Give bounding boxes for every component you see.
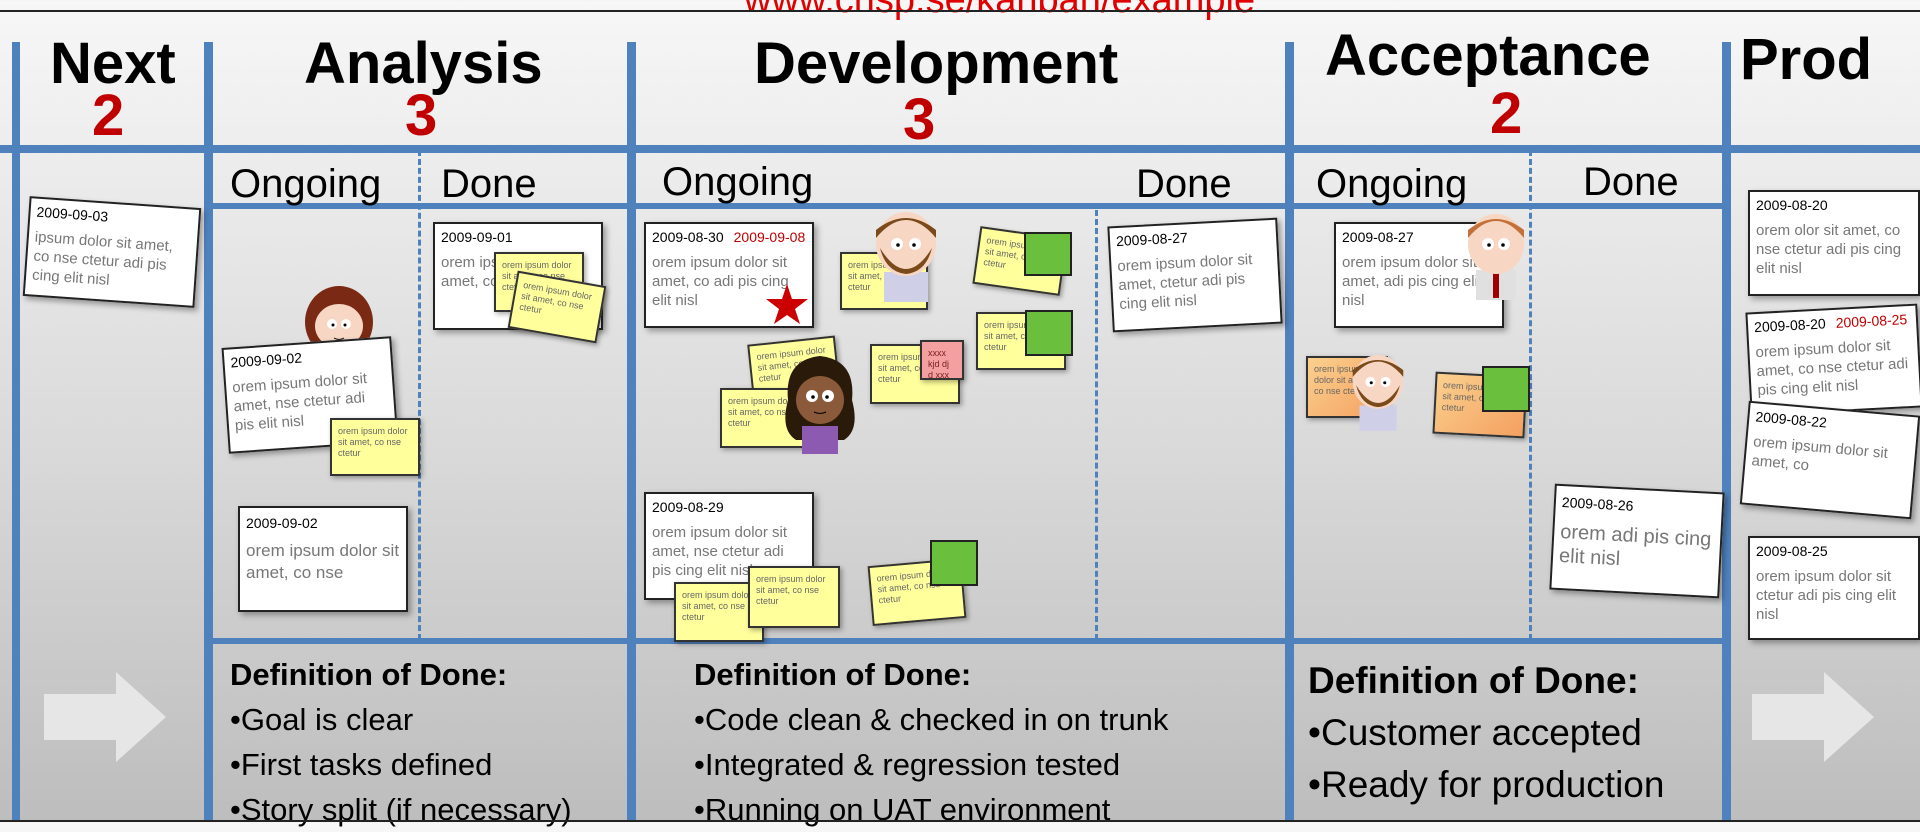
column-title-acceptance: Acceptance (1325, 23, 1651, 88)
card-text: orem ipsum dolor sit amet, co nse ctetur… (1755, 337, 1909, 400)
dod-title: Definition of Done: (230, 657, 508, 692)
development-split-line (1095, 210, 1098, 640)
column-title-prod: Prod (1740, 27, 1873, 92)
card-text: orem ipsum dolor sit ctetur adi pis cing… (1756, 568, 1897, 623)
column-title-development: Development (754, 31, 1119, 96)
dod-item: •First tasks defined (230, 747, 493, 782)
card-date: 2009-08-25 (1756, 543, 1828, 559)
card-text: orem olor sit amet, co nse ctetur adi pi… (1756, 222, 1902, 277)
card-analysis-ongoing-2[interactable]: 2009-09-02 orem ipsum dolor sit amet, co… (238, 506, 408, 612)
card-prod-1[interactable]: 2009-08-20 orem olor sit amet, co nse ct… (1748, 190, 1920, 296)
dod-divider (205, 638, 1730, 644)
arrow-right-icon (44, 672, 166, 767)
person-avatar-bearded-man (868, 208, 944, 309)
star-icon (764, 282, 810, 331)
card-text: orem adi pis cing elit nisl (1558, 520, 1712, 571)
card-text: orem ipsum dolor sit amet, co nse (246, 541, 400, 582)
task-note[interactable]: orem ipsum dolor sit amet, co nse ctetur (330, 418, 420, 476)
dod-item: •Customer accepted (1308, 712, 1642, 753)
top-border (0, 10, 1920, 12)
card-date: 2009-08-20 (1756, 197, 1828, 213)
card-prod-4[interactable]: 2009-08-25 orem ipsum dolor sit ctetur a… (1748, 536, 1920, 640)
green-marker (1025, 310, 1073, 356)
green-marker (1482, 366, 1530, 412)
card-date: 2009-09-02 (246, 515, 318, 531)
acceptance-done-label: Done (1583, 160, 1679, 204)
card-next-1[interactable]: 2009-09-03 ipsum dolor sit amet, co nse … (22, 196, 202, 308)
card-date: 2009-08-27 (1115, 229, 1189, 250)
bottom-border (0, 820, 1920, 822)
column-title-next: Next (50, 31, 176, 96)
board-url: www.crisp.se/kanban/example (744, 0, 1256, 21)
dod-title: Definition of Done: (1308, 660, 1639, 701)
card-development-done-1[interactable]: 2009-08-27 orem ipsum dolor sit amet, ct… (1107, 217, 1283, 333)
dod-item: •Goal is clear (230, 702, 414, 737)
card-prod-3[interactable]: 2009-08-22 orem ipsum dolor sit amet, co (1739, 400, 1920, 520)
analysis-done-label: Done (441, 162, 537, 206)
dod-item: •Running on UAT environment (694, 792, 1111, 827)
column-line-analysis-left (204, 42, 213, 822)
dod-acceptance: Definition of Done: •Customer accepted •… (1308, 655, 1664, 811)
card-date: 2009-09-03 (36, 203, 109, 225)
subheader-divider (205, 203, 1730, 209)
dod-item: •Code clean & checked in on trunk (694, 702, 1169, 737)
column-line-development-left (627, 42, 636, 822)
card-date: 2009-08-26 (1561, 494, 1634, 514)
green-marker (930, 540, 978, 586)
wip-limit-analysis: 3 (405, 83, 438, 148)
header-divider (0, 145, 1920, 153)
dod-title: Definition of Done: (694, 657, 972, 692)
acceptance-ongoing-label: Ongoing (1316, 162, 1468, 206)
card-text: orem ipsum dolor sit amet, adi pis cing … (1342, 254, 1483, 309)
card-text: orem ipsum dolor sit amet, co adi pis ci… (652, 254, 789, 309)
dod-item: •Story split (if necessary) (230, 792, 572, 827)
dod-development: Definition of Done: •Code clean & checke… (694, 652, 1168, 832)
wip-limit-acceptance: 2 (1490, 81, 1523, 146)
card-text: orem ipsum dolor sit amet, ctetur adi pi… (1117, 250, 1253, 313)
card-date: 2009-09-02 (229, 349, 303, 371)
card-text: orem ipsum dolor sit amet, nse ctetur ad… (652, 524, 788, 579)
dod-item: •Ready for production (1308, 764, 1665, 805)
card-acceptance-done-1[interactable]: 2009-08-26 orem adi pis cing elit nisl (1549, 483, 1725, 599)
column-line-acceptance-left (1285, 42, 1294, 822)
person-avatar-red-hair-man (1462, 208, 1530, 305)
column-line-next-left (12, 42, 20, 822)
person-avatar-girl-dark (780, 350, 860, 461)
card-date: 2009-08-29 (652, 499, 724, 515)
task-note[interactable]: orem ipsum dolor sit amet, co nse ctetur (748, 566, 840, 628)
arrow-right-icon (1752, 672, 1874, 767)
card-text: ipsum dolor sit amet, co nse ctetur adi … (31, 228, 174, 289)
card-date: 2009-09-01 (441, 229, 513, 245)
column-title-analysis: Analysis (304, 31, 543, 96)
development-done-label: Done (1136, 162, 1232, 206)
green-marker (1024, 232, 1072, 276)
card-date: 2009-08-27 (1342, 229, 1414, 245)
acceptance-split-line (1529, 150, 1532, 640)
card-text: orem ipsum dolor sit amet, co (1750, 433, 1889, 475)
task-note-blocked[interactable]: xxxx kjd dj d xxx (920, 340, 964, 380)
column-line-prod-left (1722, 42, 1731, 822)
wip-limit-next: 2 (92, 83, 125, 148)
analysis-split-line (418, 150, 421, 640)
development-ongoing-label: Ongoing (662, 160, 814, 204)
dod-item: •Integrated & regression tested (694, 747, 1121, 782)
analysis-ongoing-label: Ongoing (230, 162, 382, 206)
wip-limit-development: 3 (903, 87, 936, 152)
dod-analysis: Definition of Done: •Goal is clear •Firs… (230, 652, 572, 832)
person-avatar-bearded-man (1346, 344, 1410, 445)
